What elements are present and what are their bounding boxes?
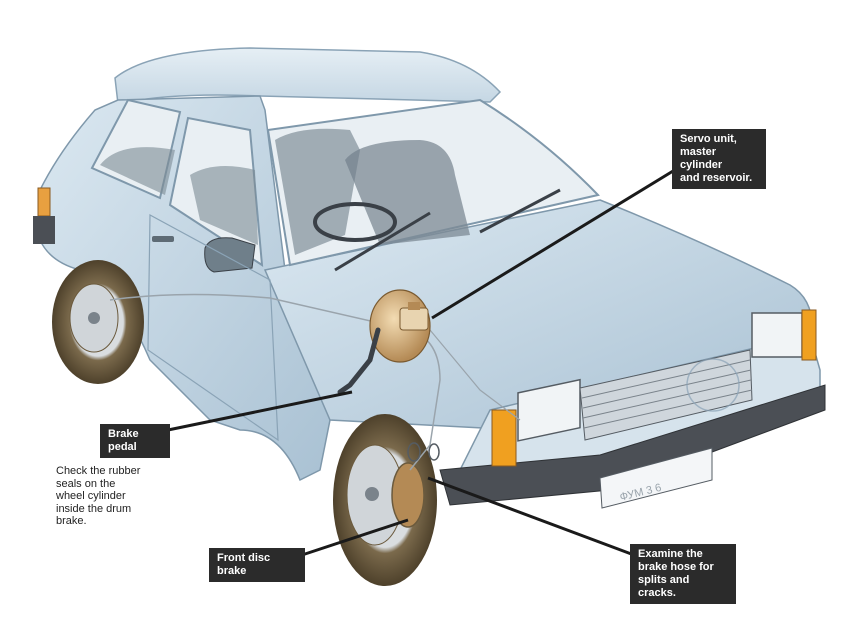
seat-right <box>345 140 470 245</box>
steering-wheel <box>313 202 397 242</box>
leader-brake-hose <box>427 476 635 557</box>
seat-left <box>275 128 360 255</box>
leader-brake-pedal <box>167 390 353 432</box>
indicator-right <box>801 309 817 361</box>
callout-brake-hose: Examine the brake hose for splits and cr… <box>630 544 736 604</box>
door-outline <box>147 214 279 442</box>
front-bumper <box>439 384 826 506</box>
rear-bumper <box>33 216 55 244</box>
leader-front-disc <box>301 518 409 557</box>
brake-pipe-2 <box>429 329 521 421</box>
leader-servo <box>431 166 679 320</box>
door-handle <box>152 236 174 242</box>
front-seat-side <box>190 166 258 245</box>
wiper-right <box>479 188 561 234</box>
front-disc-brake <box>391 462 425 528</box>
headlight-right <box>751 312 803 358</box>
brake-pedal-arm <box>337 327 381 395</box>
callout-brake-pedal: Brake pedal <box>100 424 170 458</box>
callout-front-disc-brake: Front disc brake <box>209 548 305 582</box>
headlight-left <box>517 378 581 442</box>
indicator-left <box>491 409 517 467</box>
radiator-grille <box>579 349 753 441</box>
rear-wheel <box>52 260 144 384</box>
wing-mirror <box>204 237 256 273</box>
rear-seat <box>100 147 175 195</box>
front-wheel <box>333 414 437 586</box>
callout-servo-unit: Servo unit, master cylinder and reservoi… <box>672 129 766 189</box>
rear-light <box>37 187 51 217</box>
brake-pipe <box>109 293 441 471</box>
car-roof <box>114 47 502 105</box>
brake-hose <box>407 442 440 462</box>
drum-brake-note: Check the rubber seals on the wheel cyli… <box>56 465 141 527</box>
servo-unit <box>369 289 431 363</box>
wiper-left <box>334 211 431 272</box>
